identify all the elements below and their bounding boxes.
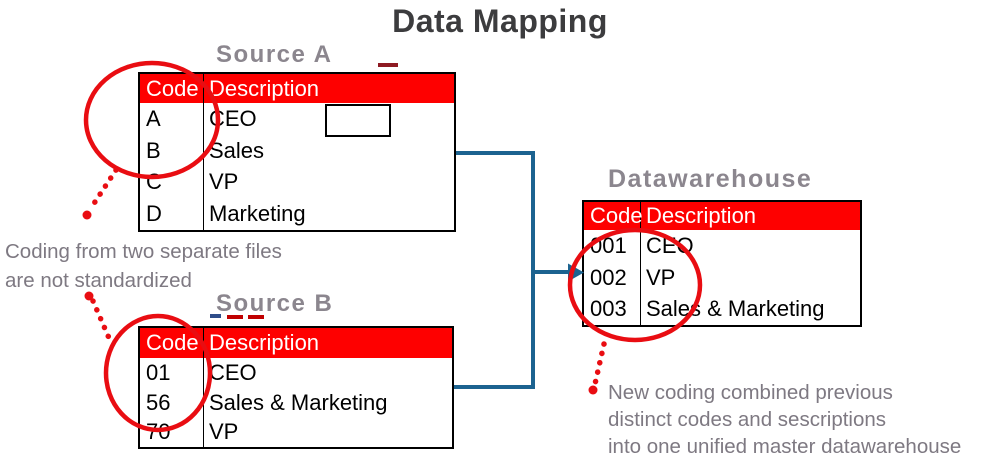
annotation-line: distinct codes and sescriptions (608, 408, 887, 431)
magnifier-handle-dot (82, 210, 92, 220)
stray-dash (378, 63, 398, 67)
table-row: C VP (140, 166, 454, 199)
table-row: 003 Sales & Marketing (584, 293, 860, 326)
code-cell: 01 (140, 358, 204, 388)
description-cell: VP (646, 264, 676, 290)
description-cell: Sales (209, 137, 265, 163)
datawarehouse-label: Datawarehouse (608, 165, 813, 193)
source-a-header-row: Code Description (140, 74, 454, 103)
table-row: 56 Sales & Marketing (140, 387, 452, 418)
source-a-table: Code Description A CEO B Sales C VP D Ma… (138, 72, 456, 232)
code-cell: 70 (140, 417, 204, 448)
description-cell: CEO (209, 359, 257, 385)
source-b-label: Source B (216, 290, 334, 317)
stray-dash (210, 314, 221, 318)
table-row: 001 CEO (584, 230, 860, 262)
datawarehouse-header-description: Description (646, 203, 757, 228)
annotation-line: Coding from two separate files (5, 240, 282, 263)
code-cell: B (140, 134, 204, 167)
source-a-header-code: Code (140, 74, 204, 103)
source-b-header-code: Code (140, 328, 204, 358)
datawarehouse-table: Code Description 001 CEO 002 VP 003 Sale… (582, 200, 862, 327)
annotation-new-coding: New coding combined previous distinct co… (608, 379, 961, 460)
magnifier-handle-dotted (592, 341, 607, 387)
description-cell: Sales & Marketing (209, 389, 388, 415)
annotation-line: are not standardized (5, 268, 192, 292)
source-a-label: Source A (216, 41, 333, 68)
annotation-line: New coding combined previous (608, 381, 893, 404)
code-cell: 56 (140, 387, 204, 418)
description-cell: VP (209, 169, 239, 195)
code-cell: 003 (584, 293, 641, 326)
description-cell: Marketing (209, 201, 306, 227)
source-b-header-row: Code Description (140, 328, 452, 358)
stray-dash (227, 315, 243, 319)
table-row: 70 VP (140, 417, 452, 448)
empty-callout-box (325, 104, 391, 137)
magnifier-handle-dotted (90, 298, 112, 341)
code-cell: C (140, 166, 204, 199)
datawarehouse-header-code: Code (584, 202, 643, 230)
source-a-header-description: Description (209, 75, 320, 101)
table-row: D Marketing (140, 198, 454, 230)
table-row: A CEO (140, 103, 454, 135)
stray-dash (248, 315, 264, 319)
connector-line (454, 151, 535, 389)
magnifier-handle-dotted (88, 167, 119, 211)
magnifier-handle-dot (588, 385, 598, 395)
table-row: B Sales (140, 134, 454, 167)
code-cell: 001 (584, 230, 641, 262)
annotation-line: into one unified master datawarehouse (608, 435, 962, 458)
datawarehouse-header-row: Code Description (584, 202, 860, 230)
description-cell: CEO (646, 232, 694, 258)
source-b-table: Code Description 01 CEO 56 Sales & Marke… (138, 326, 454, 449)
table-row: 01 CEO (140, 358, 452, 388)
description-cell: VP (209, 419, 239, 445)
code-cell: A (140, 103, 204, 135)
diagram-title: Data Mapping (392, 3, 608, 39)
code-cell: D (140, 198, 204, 230)
source-b-header-description: Description (209, 330, 320, 355)
table-row: 002 VP (584, 261, 860, 294)
annotation-not-standardized: Coding from two separate files are not s… (5, 238, 282, 295)
code-cell: 002 (584, 261, 641, 294)
description-cell: Sales & Marketing (646, 296, 825, 322)
